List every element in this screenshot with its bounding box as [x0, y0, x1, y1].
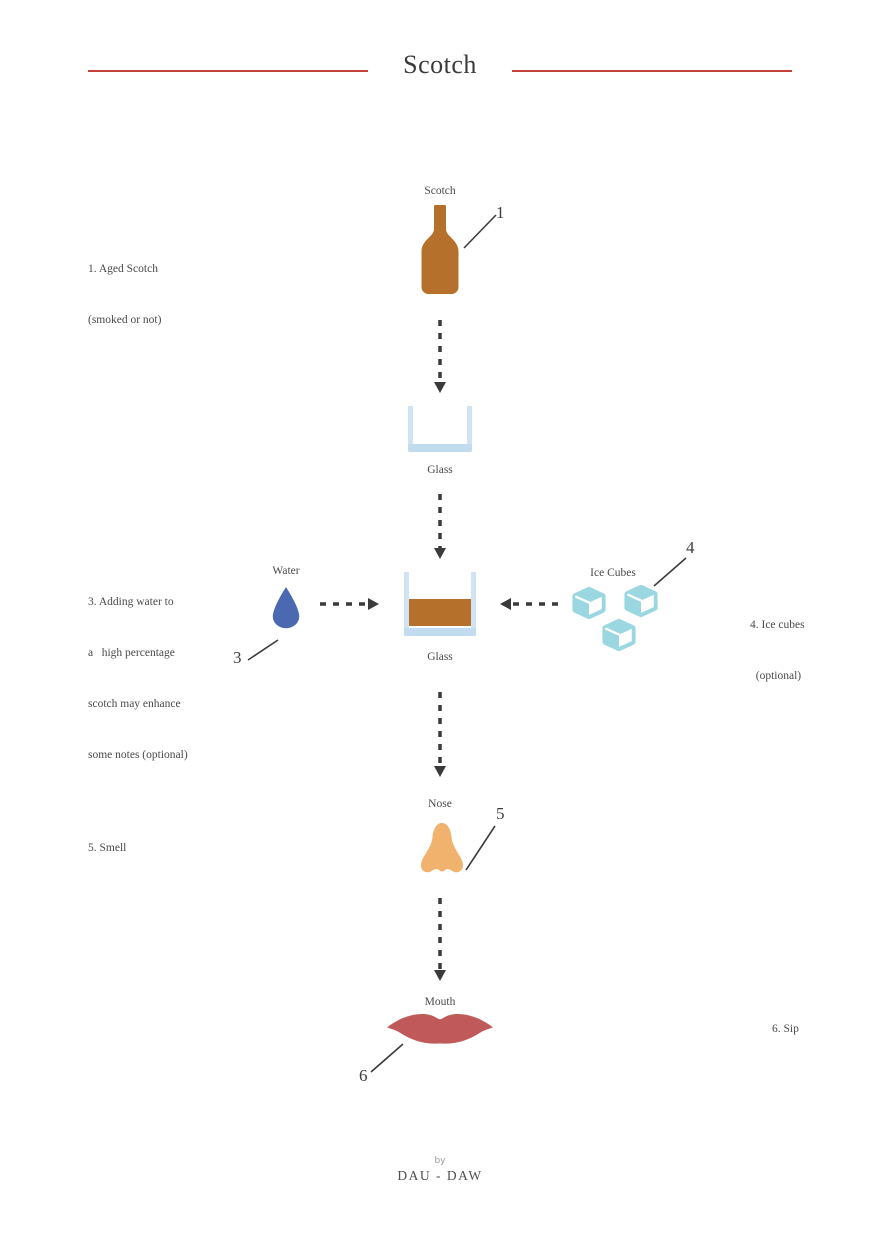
annotation-step5: 5. Smell: [88, 842, 127, 854]
glass-empty-label: Glass: [427, 464, 453, 476]
ice-cube-icon: [572, 586, 606, 620]
water-label: Water: [272, 565, 300, 577]
dashed-arrow-right-icon: [320, 598, 379, 610]
callout-line-5: [465, 825, 496, 871]
page-title: Scotch: [403, 50, 477, 79]
callout-number-4: 4: [686, 538, 695, 557]
mouth-label: Mouth: [424, 996, 456, 1008]
ice-cube-icon: [624, 584, 658, 618]
annotation-step4-line: 4. Ice cubes: [750, 619, 805, 631]
callout-line-1: [463, 214, 497, 249]
down-arrow-icon: [434, 692, 446, 777]
footer-credit: DAU - DAW: [397, 1168, 483, 1183]
down-arrow-icon: [434, 494, 446, 559]
annotation-step3-line: 3. Adding water to: [88, 596, 174, 608]
callout-line-3: [247, 639, 279, 661]
annotation-step3-line: a high percentage: [88, 647, 175, 659]
ice-cubes-label: Ice Cubes: [590, 567, 636, 579]
glass-with-scotch-icon: [404, 572, 476, 636]
title-rule-left: [88, 70, 368, 72]
glass-filled-label: Glass: [427, 651, 453, 663]
scotch-bottle-icon: [421, 205, 459, 294]
glass-icon: [408, 406, 472, 452]
annotation-step1-line: 1. Aged Scotch: [88, 263, 158, 275]
annotation-step3: 3. Adding water to a high percentage sco…: [88, 560, 188, 798]
callout-number-3: 3: [233, 648, 242, 667]
callout-line-6: [370, 1043, 404, 1073]
nose-label: Nose: [428, 798, 452, 810]
annotation-step3-line: scotch may enhance: [88, 698, 181, 710]
down-arrow-icon: [434, 898, 446, 981]
footer-by: by: [434, 1156, 446, 1166]
callout-number-6: 6: [359, 1066, 368, 1085]
bottle-label: Scotch: [424, 185, 456, 197]
title-rule-right: [512, 70, 792, 72]
callout-number-5: 5: [496, 804, 505, 823]
water-drop-icon: [272, 587, 300, 629]
annotation-step6: 6. Sip: [772, 1023, 799, 1035]
callout-number-1: 1: [496, 203, 505, 222]
annotation-step3-line: some notes (optional): [88, 749, 188, 761]
annotation-step1: 1. Aged Scotch (smoked or not): [88, 227, 161, 363]
ice-cube-icon: [602, 618, 636, 652]
mouth-icon: [387, 1013, 493, 1044]
down-arrow-icon: [434, 320, 446, 393]
nose-icon: [420, 823, 464, 873]
callout-line-4: [653, 557, 687, 587]
annotation-step1-line: (smoked or not): [88, 314, 162, 326]
dashed-arrow-left-icon: [500, 598, 558, 610]
annotation-step4: 4. Ice cubes (optional): [750, 583, 805, 719]
annotation-step4-line: (optional): [750, 670, 802, 682]
